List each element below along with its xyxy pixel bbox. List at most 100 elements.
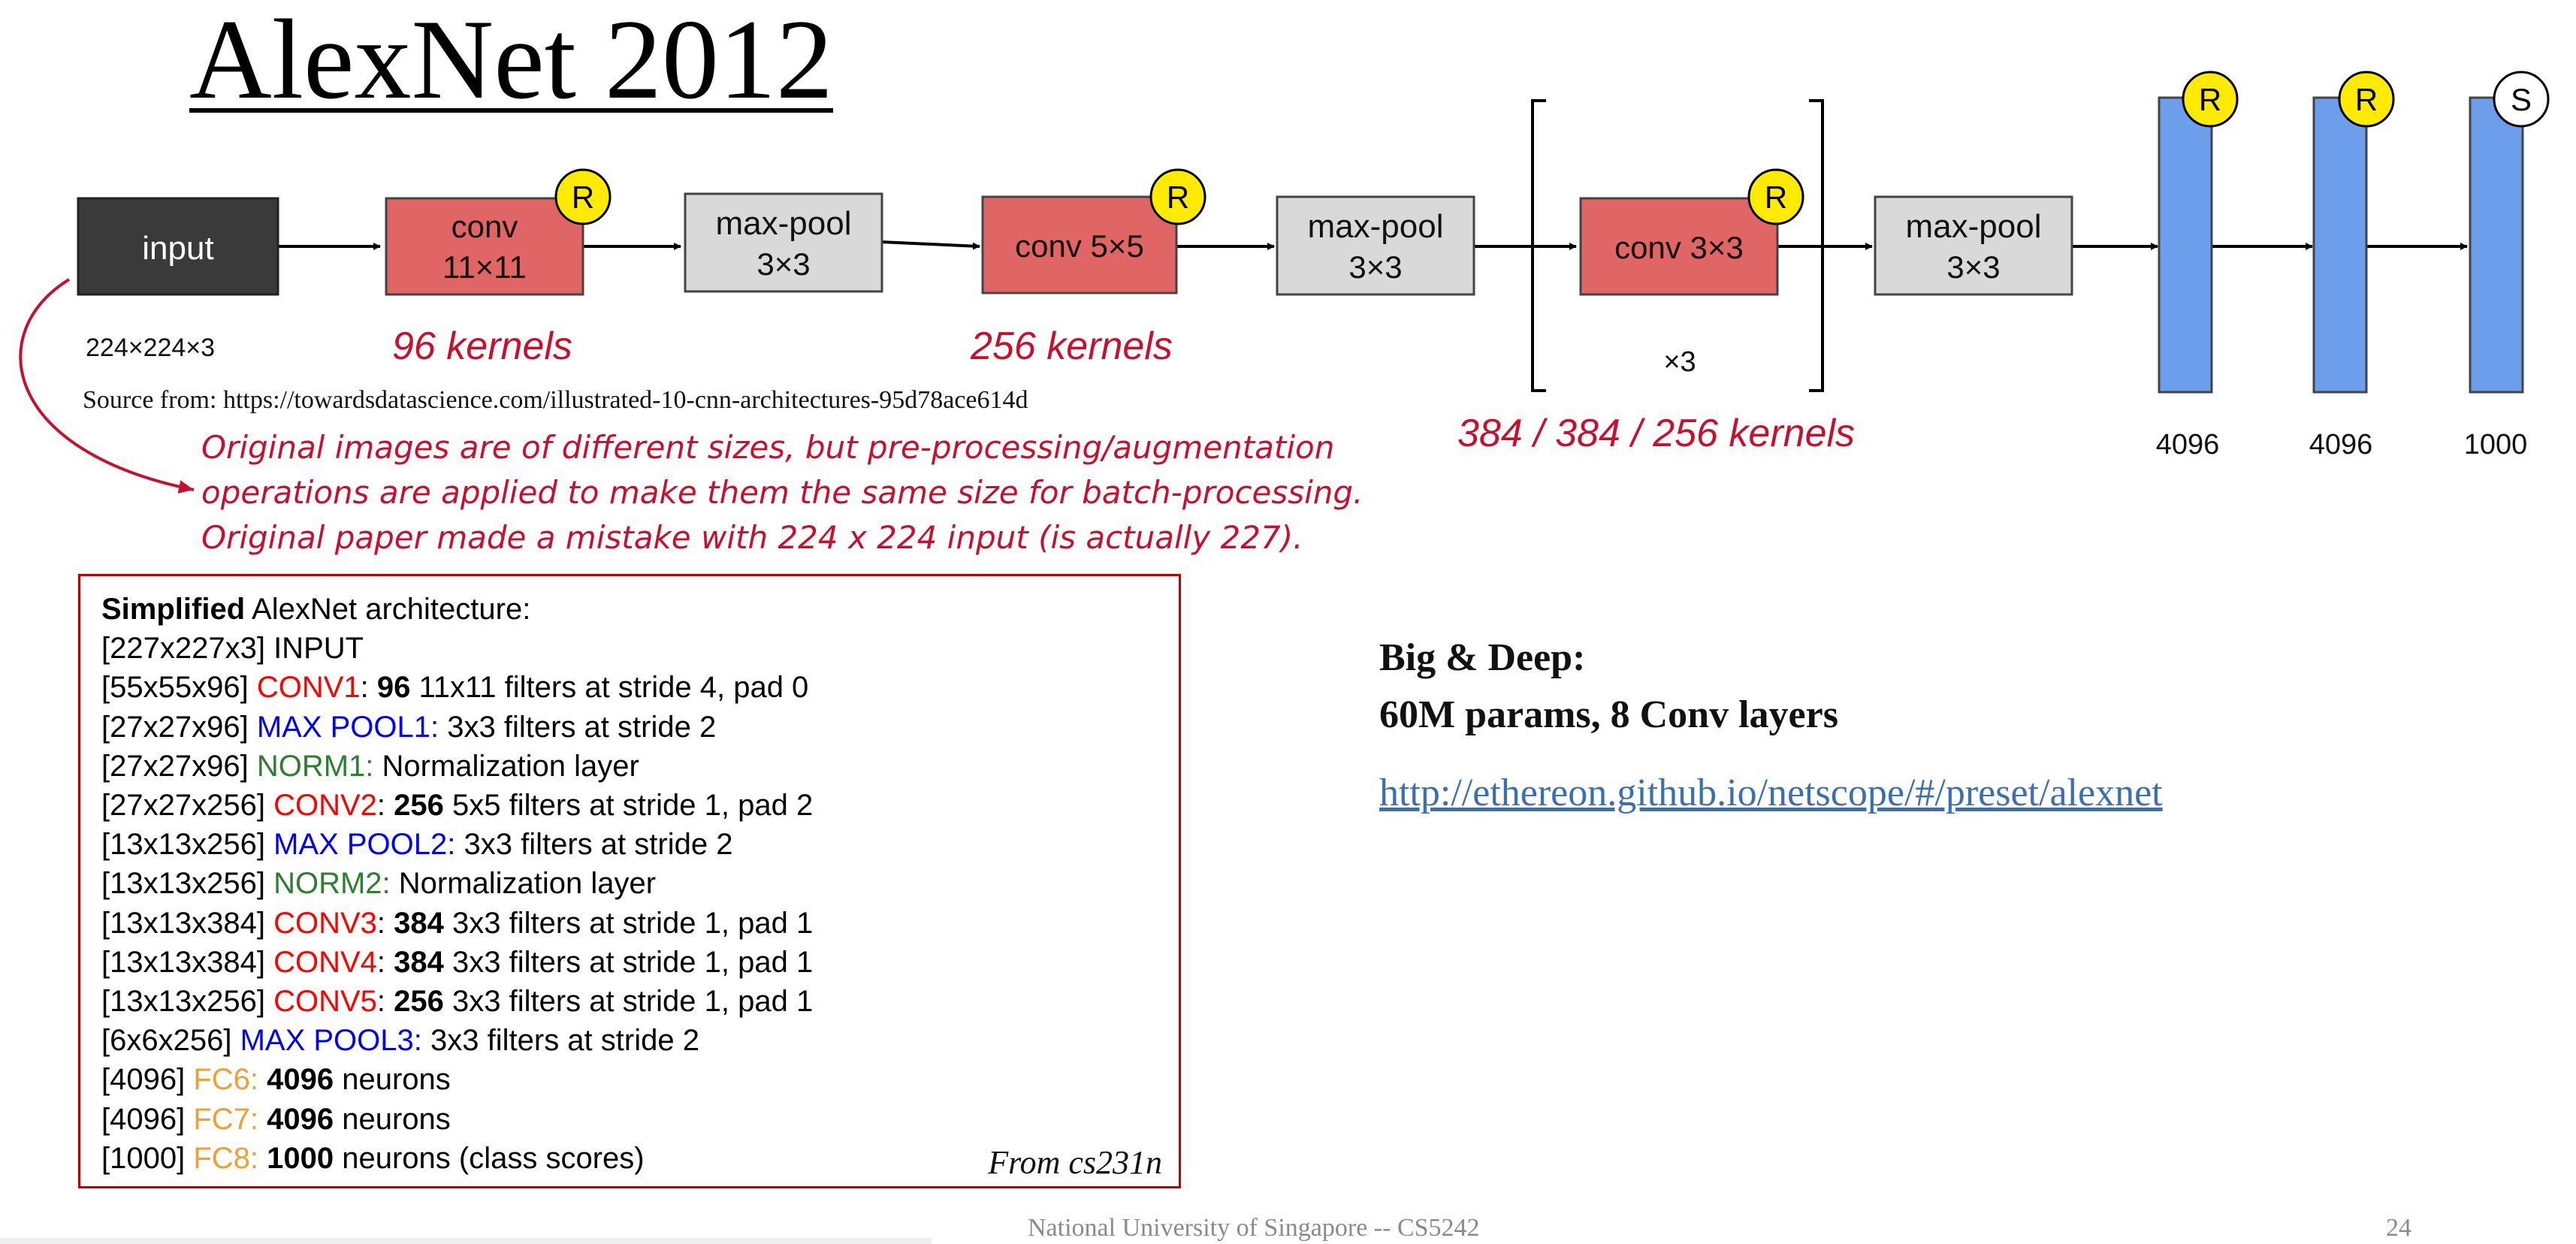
architecture-row: [13x13x256] MAX POOL2: 3x3 filters at st…: [101, 825, 813, 864]
relu-badge-conv1-label: R: [572, 180, 594, 215]
row-layer: CONV5: [273, 985, 377, 1019]
architecture-heading-bold: Simplified: [101, 593, 246, 626]
row-dim: [1000]: [101, 1141, 194, 1175]
fc6-bar: [2158, 96, 2213, 394]
row-dim: [13x13x384]: [101, 906, 274, 940]
conv1-box: [385, 197, 584, 296]
row-sep: :: [249, 1102, 267, 1136]
conv3-box: [1579, 197, 1779, 296]
row-sep: :: [249, 1063, 267, 1097]
conv2-label: conv 5×5: [1015, 228, 1144, 264]
page-number: 24: [2386, 1214, 2411, 1242]
architecture-row: [13x13x256] CONV5: 256 3x3 filters at st…: [101, 982, 813, 1021]
alexnet-diagram: input conv 11×11 max-pool 3×3 conv 5×5 m…: [19, 71, 2550, 494]
row-layer: MAX POOL3: [240, 1024, 414, 1058]
conv1-label-line1: conv: [451, 209, 518, 244]
architecture-list: Simplified AlexNet architecture: [227x22…: [101, 590, 813, 1178]
row-dim: [55x55x96]: [101, 671, 257, 705]
relu-badge-conv3: R: [1747, 168, 1804, 225]
pool3-box: [1874, 195, 2073, 296]
row-dim: [27x27x96]: [101, 710, 257, 744]
row-rest: 3x3 filters at stride 2: [439, 710, 717, 744]
row-layer: MAX POOL2: [273, 828, 448, 862]
annotation-note-line2: operations are applied to make them the …: [201, 474, 1363, 511]
pool1-label-line2: 3×3: [756, 246, 810, 282]
row-rest: 5x5 filters at stride 1, pad 2: [443, 789, 814, 823]
annotation-note-line1: Original images are of different sizes, …: [201, 429, 1335, 466]
pool1-box: [684, 192, 883, 293]
row-sep: :: [376, 906, 394, 940]
relu-badge-conv2-label: R: [1167, 180, 1189, 215]
row-num: 1000: [267, 1141, 334, 1175]
repeat-label: ×3: [1663, 346, 1696, 378]
row-rest: neurons (class scores): [334, 1141, 645, 1175]
row-sep: :: [376, 945, 394, 979]
fc8-bar: [2469, 96, 2524, 394]
relu-badge-fc6: R: [2182, 71, 2239, 128]
pool3-label-line2: 3×3: [1946, 249, 2000, 285]
row-dim: [13x13x384]: [101, 945, 274, 979]
row-num: 4096: [267, 1102, 334, 1136]
annotation-96-kernels: 96 kernels: [392, 325, 572, 368]
arrow-pool1-conv2: [880, 240, 980, 250]
architecture-row: [55x55x96] CONV1: 96 11x11 filters at st…: [101, 668, 813, 707]
row-layer: FC6: [193, 1063, 250, 1097]
architecture-row: [27x27x256] CONV2: 256 5x5 filters at st…: [101, 786, 813, 825]
row-num: 256: [394, 789, 444, 823]
row-dim: [4096]: [101, 1063, 194, 1097]
fc7-bar: [2312, 96, 2368, 394]
relu-badge-fc6-label: R: [2199, 82, 2221, 117]
row-sep: :: [430, 710, 439, 744]
softmax-badge-fc8-label: S: [2511, 82, 2532, 117]
row-rest: neurons: [334, 1102, 451, 1136]
row-num: 384: [394, 945, 444, 979]
relu-badge-fc7-label: R: [2355, 82, 2378, 117]
row-rest: 3x3 filters at stride 1, pad 1: [443, 945, 814, 979]
row-sep: :: [376, 789, 394, 823]
row-rest: Normalization layer: [390, 867, 657, 901]
architecture-row: [13x13x256] NORM2: Normalization layer: [101, 864, 813, 903]
summary-line1: Big & Deep:: [1379, 636, 1586, 679]
architecture-row: [13x13x384] CONV3: 384 3x3 filters at st…: [101, 904, 813, 943]
row-dim: [6x6x256]: [101, 1024, 240, 1058]
fc8-size-label: 1000: [2464, 429, 2528, 460]
pool3-label-line1: max-pool: [1906, 208, 2042, 245]
conv2-box: [981, 195, 1178, 294]
input-size-label: 224×224×3: [86, 334, 215, 362]
netscope-link[interactable]: http://ethereon.github.io/netscope/#/pre…: [1379, 771, 2163, 814]
row-layer: FC8: [193, 1141, 250, 1175]
row-rest: 3x3 filters at stride 1, pad 1: [443, 985, 814, 1019]
row-rest: Normalization layer: [373, 749, 639, 783]
row-layer: CONV3: [273, 906, 377, 940]
bottom-scrollbar: [0, 1238, 932, 1244]
pool1-label-line1: max-pool: [716, 205, 852, 242]
row-rest: 3x3 filters at stride 1, pad 1: [443, 906, 814, 940]
row-layer: MAX POOL1: [256, 710, 431, 744]
architecture-row: [27x27x96] MAX POOL1: 3x3 filters at str…: [101, 708, 813, 747]
footer-institution: National University of Singapore -- CS52…: [1028, 1214, 1480, 1242]
row-dim: [13x13x256]: [101, 828, 274, 862]
relu-badge-conv2: R: [1149, 168, 1206, 225]
row-rest: 3x3 filters at stride 2: [421, 1024, 699, 1058]
fc6-size-label: 4096: [2156, 429, 2220, 460]
architecture-row: [6x6x256] MAX POOL3: 3x3 filters at stri…: [101, 1021, 813, 1060]
relu-badge-fc7: R: [2338, 71, 2395, 128]
row-num: 256: [394, 985, 444, 1019]
row-sep: :: [360, 671, 377, 705]
architecture-row: [4096] FC7: 4096 neurons: [101, 1100, 813, 1139]
row-layer: CONV4: [273, 945, 377, 979]
row-dim: [27x27x96]: [101, 749, 257, 783]
summary: Big & Deep: 60M params, 8 Conv layers: [1379, 630, 1838, 744]
architecture-input-line: [227x227x3] INPUT: [101, 632, 364, 666]
architecture-row: [13x13x384] CONV4: 384 3x3 filters at st…: [101, 943, 813, 982]
row-num: 384: [394, 906, 444, 940]
annotation-384-kernels: 384 / 384 / 256 kernels: [1457, 412, 1855, 455]
slide-title: AlexNet 2012: [189, 0, 833, 122]
row-rest: neurons: [334, 1063, 451, 1097]
row-dim: [13x13x256]: [101, 985, 274, 1019]
pool2-box: [1276, 195, 1475, 296]
row-dim: [27x27x256]: [101, 789, 274, 823]
row-sep: :: [447, 828, 456, 862]
input-box: [77, 197, 279, 296]
row-sep: :: [376, 985, 394, 1019]
